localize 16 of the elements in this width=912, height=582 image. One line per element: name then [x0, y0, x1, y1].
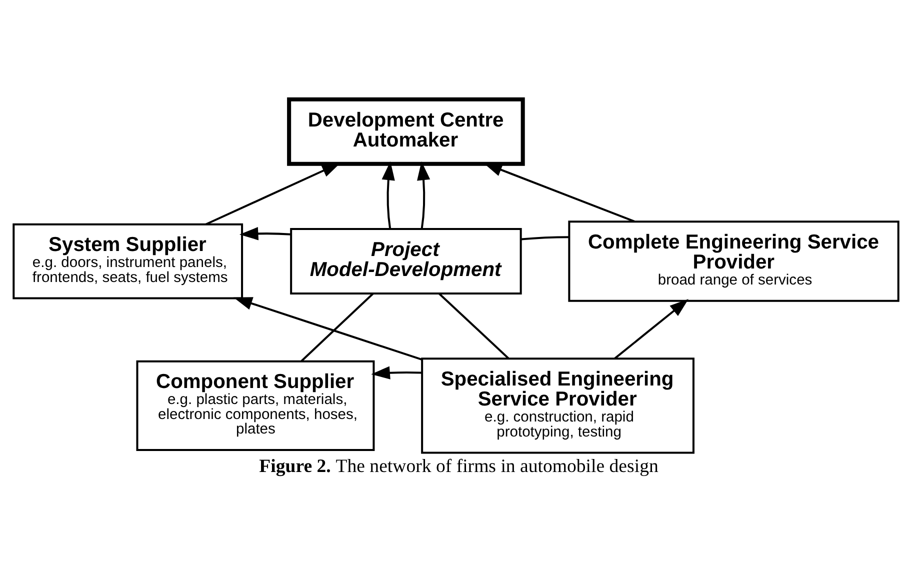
- node-box: Development Centre Automaker: [287, 96, 525, 166]
- arrow: [233, 296, 422, 360]
- node-box: Complete Engineering Service Provider broad range of services: [568, 220, 900, 302]
- node-box: Specialised Engineering Service Provider e.g. construction, rapid prototyping, testing: [421, 357, 694, 454]
- arrow: [371, 366, 422, 379]
- node-box: Project Model-Development: [290, 228, 522, 294]
- caption: Figure 2. The network of firms in automobile design: [259, 455, 658, 476]
- connector: [438, 292, 510, 358]
- arrow: [417, 160, 430, 229]
- connector: [521, 236, 569, 240]
- node-box: System Supplier e.g. doors, instrument panels, frontends, seats, fuel systems: [12, 222, 244, 299]
- arrow: [239, 226, 292, 240]
- connector: [300, 292, 374, 362]
- arrow: [614, 298, 689, 359]
- node-box: Component Supplier e.g. plastic parts, materials, electronic components, hoses, plates: [136, 360, 375, 451]
- arrow: [382, 160, 395, 229]
